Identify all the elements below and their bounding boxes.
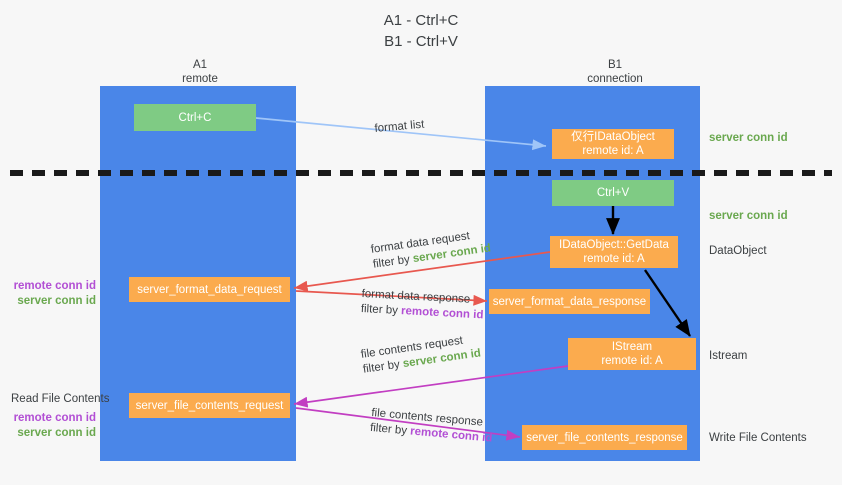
box-server-format-data-request-label: server_format_data_request <box>137 283 282 296</box>
column-header-b1: B1 connection <box>545 58 685 86</box>
page-title: A1 - Ctrl+C B1 - Ctrl+V <box>0 10 842 52</box>
left-label-server-conn-id-1: server conn id <box>17 295 96 307</box>
column-a1-sub: remote <box>182 73 218 85</box>
edge-label-format-data-response-group: format data response filter by remote co… <box>360 287 484 323</box>
box-idataobject-line1: 仅行IDataObject <box>571 131 655 143</box>
column-b1-name: B1 <box>607 59 623 71</box>
title-line-2: B1 - Ctrl+V <box>384 33 458 50</box>
edge-label-format-list: format list <box>374 118 425 135</box>
box-ctrl-c-label: Ctrl+C <box>178 111 212 124</box>
column-a1-name: A1 <box>192 59 208 71</box>
box-istream[interactable]: IStream remote id: A <box>568 338 696 370</box>
box-istream-line1: IStream <box>611 341 653 353</box>
box-ctrl-c[interactable]: Ctrl+C <box>134 104 256 131</box>
left-label-remote-conn-id-1: remote conn id <box>13 280 96 292</box>
left-label-read-file-contents: Read File Contents <box>11 393 110 405</box>
left-label-conn-ids-2: remote conn id server conn id <box>11 411 96 441</box>
edge-label-file-contents-response-group: file contents response filter by remote … <box>369 406 494 447</box>
box-server-format-data-response-label: server_format_data_response <box>492 295 647 308</box>
box-ctrl-v[interactable]: Ctrl+V <box>552 180 674 206</box>
column-b1-sub: connection <box>587 73 643 85</box>
left-label-server-conn-id-2: server conn id <box>17 427 96 439</box>
box-idataobject-getdata[interactable]: IDataObject::GetData remote id: A <box>550 236 678 268</box>
box-server-file-contents-request-label: server_file_contents_request <box>135 399 284 412</box>
right-label-server-conn-id-2: server conn id <box>709 210 788 222</box>
box-server-file-contents-request[interactable]: server_file_contents_request <box>129 393 290 418</box>
box-idataobject-line2: remote id: A <box>582 145 644 157</box>
right-label-dataobject: DataObject <box>709 245 767 257</box>
right-label-server-conn-id-1: server conn id <box>709 132 788 144</box>
box-server-format-data-request[interactable]: server_format_data_request <box>129 277 290 302</box>
column-header-a1: A1 remote <box>130 58 270 86</box>
box-server-file-contents-response[interactable]: server_file_contents_response <box>522 425 687 450</box>
box-getdata-line1: IDataObject::GetData <box>559 239 669 251</box>
edge-label-format-data-request-group: format data request filter by server con… <box>370 226 492 272</box>
box-getdata-line2: remote id: A <box>583 253 645 265</box>
box-ctrl-v-label: Ctrl+V <box>596 187 630 199</box>
left-label-remote-conn-id-2: remote conn id <box>13 412 96 424</box>
right-label-istream: Istream <box>709 350 748 362</box>
box-istream-line2: remote id: A <box>601 355 663 367</box>
box-server-format-data-response[interactable]: server_format_data_response <box>489 289 650 314</box>
title-line-1: A1 - Ctrl+C <box>383 12 459 29</box>
left-label-conn-ids-1: remote conn id server conn id <box>11 279 96 309</box>
box-server-file-contents-response-label: server_file_contents_response <box>526 431 683 444</box>
edge-label-file-contents-request-group: file contents request filter by server c… <box>360 331 482 377</box>
right-label-write-file-contents: Write File Contents <box>709 432 807 444</box>
box-idataobject[interactable]: 仅行IDataObject remote id: A <box>552 129 674 159</box>
